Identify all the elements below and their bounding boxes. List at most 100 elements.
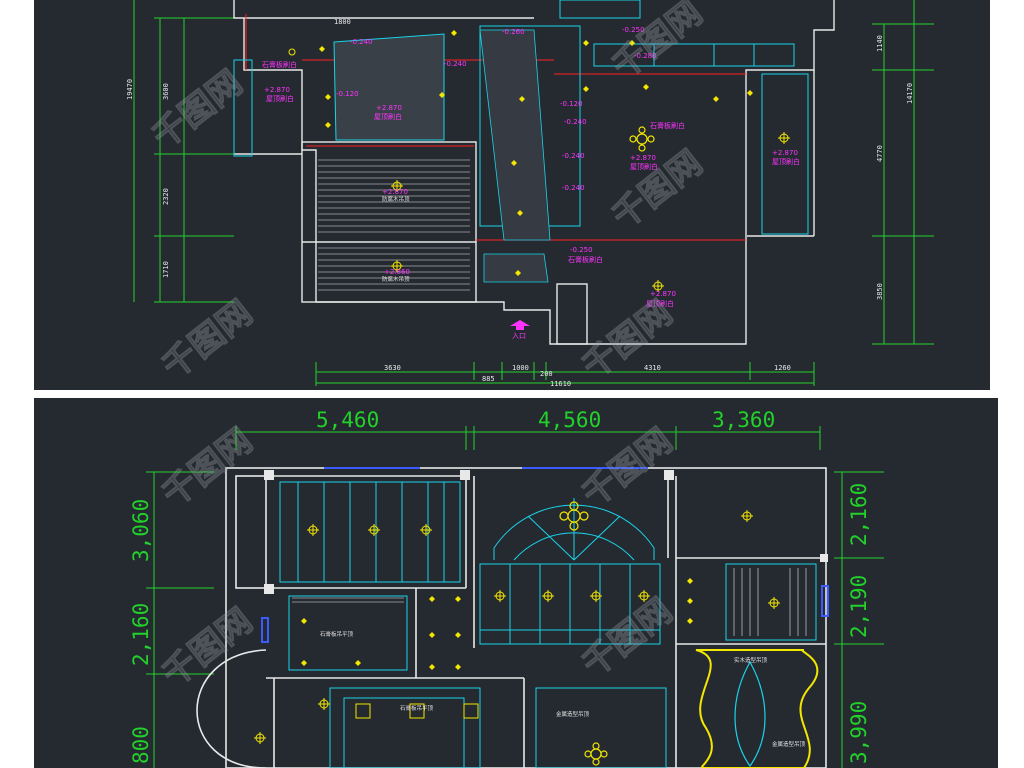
slat-ceiling — [292, 568, 807, 636]
right-dimension-lines — [872, 0, 934, 345]
light-fixture-icon — [391, 180, 403, 192]
level-label: -0.240 — [562, 184, 585, 192]
light-fixture-icon — [517, 210, 523, 216]
entrance-arrow-icon — [510, 320, 530, 330]
chandelier-icon — [629, 126, 655, 152]
elevation-label: +2.870 — [772, 149, 798, 157]
dim-left-1: 3600 — [162, 83, 170, 100]
light-fixture-icon — [439, 92, 445, 98]
dim-bottom-2: 1000 — [512, 364, 529, 372]
walls — [233, 0, 835, 345]
light-fixture-icon — [583, 40, 589, 46]
light-fixture-icon — [254, 732, 266, 744]
dim-right-3: 3,990 — [847, 701, 871, 764]
left-dimension-lines — [133, 0, 234, 303]
ceiling-note: 屋顶刷白 — [646, 299, 674, 308]
light-fixture-icon — [590, 590, 602, 602]
bottom-plan-drawing: 5,460 4,560 3,360 3,060 2,160 800 2,160 … — [129, 408, 884, 768]
elevation-label: +2.870 — [376, 104, 402, 112]
dim-right-1: 1140 — [876, 35, 884, 52]
svg-text:千图网: 千图网 — [575, 591, 680, 685]
dim-right-4: 3850 — [876, 283, 884, 300]
level-label: -0.240 — [564, 118, 587, 126]
light-fixture-icon — [355, 660, 361, 666]
dim-left-2: 2,160 — [129, 603, 153, 666]
top-plan-drawing: 19470 3600 2320 1710 1140 14170 4770 385… — [126, 0, 934, 388]
light-fixture-icon — [713, 96, 719, 102]
light-fixture-icon — [307, 524, 319, 536]
dim-right-2: 14170 — [906, 83, 914, 104]
light-fixture-icon — [652, 280, 664, 292]
level-label: -0.120 — [560, 100, 583, 108]
dim-left-3: 800 — [129, 726, 153, 764]
light-fixture-icon — [301, 618, 307, 624]
light-fixture-icon — [687, 618, 693, 624]
ceiling-note: 石膏板刷白 — [650, 121, 685, 130]
ceiling-note: 金属造型吊顶 — [772, 740, 806, 748]
light-fixture-icon — [368, 524, 380, 536]
svg-text:千图网: 千图网 — [605, 143, 710, 237]
level-label: -0.250 — [622, 26, 645, 34]
light-fixture-icon — [463, 703, 479, 719]
tread-note-2: 防腐木吊顶 — [382, 275, 410, 283]
dim-top: 1800 — [334, 18, 351, 26]
level-label: -0.280 — [634, 52, 657, 60]
ceiling-note: 屋顶刷白 — [374, 112, 402, 121]
level-label: -0.120 — [336, 90, 359, 98]
dim-top-2: 4,560 — [538, 408, 601, 432]
textured-ceiling-area — [333, 33, 445, 141]
bottom-dimension-lines — [315, 362, 815, 386]
ceiling-note: 屋顶刷白 — [266, 94, 294, 103]
level-label: -0.250 — [570, 246, 593, 254]
ceiling-note: 屋顶刷白 — [630, 162, 658, 171]
light-fixture-icon — [583, 86, 589, 92]
bottom-ceiling-plan: 5,460 4,560 3,360 3,060 2,160 800 2,160 … — [34, 398, 998, 768]
light-fixture-icon — [409, 703, 425, 719]
light-fixture-icon — [629, 40, 635, 46]
light-fixture-icon — [778, 132, 790, 144]
ceiling-note: 石膏板吊平顶 — [400, 704, 434, 712]
level-label: -0.240 — [562, 152, 585, 160]
landing-ceiling-area — [483, 253, 549, 283]
watermarks: 千图网 千图网 千图网 千图网 — [154, 420, 680, 695]
light-fixture-icon — [455, 632, 461, 638]
ceiling-lights — [254, 510, 780, 744]
ceiling-grid — [233, 0, 809, 235]
stair-ceiling-area — [479, 29, 551, 241]
elevation-label: +2.870 — [382, 188, 408, 196]
right-dimension-lines — [834, 471, 884, 768]
windows — [261, 467, 829, 643]
light-fixture-icon — [391, 260, 403, 272]
light-fixture-icon — [325, 94, 331, 100]
ceiling-note: 金属造型吊顶 — [556, 710, 590, 718]
light-fixture-icon — [687, 598, 693, 604]
light-fixture-icon — [515, 270, 521, 276]
chandelier-icon — [584, 742, 608, 766]
feature-ceiling-leaf — [734, 660, 766, 768]
dim-right-2: 2,190 — [847, 575, 871, 638]
elevation-label: +2.870 — [264, 86, 290, 94]
dim-right-1: 2,160 — [847, 483, 871, 546]
svg-text:千图网: 千图网 — [155, 601, 260, 695]
ceiling-note: 石膏板刷白 — [568, 255, 603, 264]
dim-bottom-1: 3630 — [384, 364, 401, 372]
dim-right-3: 4770 — [876, 145, 884, 162]
light-fixture-icon — [768, 597, 780, 609]
light-fixture-icon — [355, 703, 371, 719]
light-fixture-icon — [687, 578, 693, 584]
chandelier-icon — [559, 501, 589, 531]
ceiling-lights — [288, 48, 790, 292]
columns — [264, 470, 828, 594]
ceiling-note: 实木造型吊顶 — [734, 656, 768, 664]
dim-bottom-3: 200 — [540, 370, 553, 378]
dim-bottom-5: 1260 — [774, 364, 791, 372]
light-fixture-icon — [429, 596, 435, 602]
dim-bottom-4: 4310 — [644, 364, 661, 372]
level-annotations: -0.240 -0.120 -0.260 -0.250 -0.280 -0.24… — [262, 26, 800, 308]
elevation-label: +2.860 — [384, 268, 410, 276]
dim-left-total: 19470 — [126, 79, 134, 100]
dim-left-2: 2320 — [162, 188, 170, 205]
level-label: -0.240 — [444, 60, 467, 68]
light-fixture-icon — [455, 664, 461, 670]
feature-ceiling-wave — [695, 649, 819, 768]
